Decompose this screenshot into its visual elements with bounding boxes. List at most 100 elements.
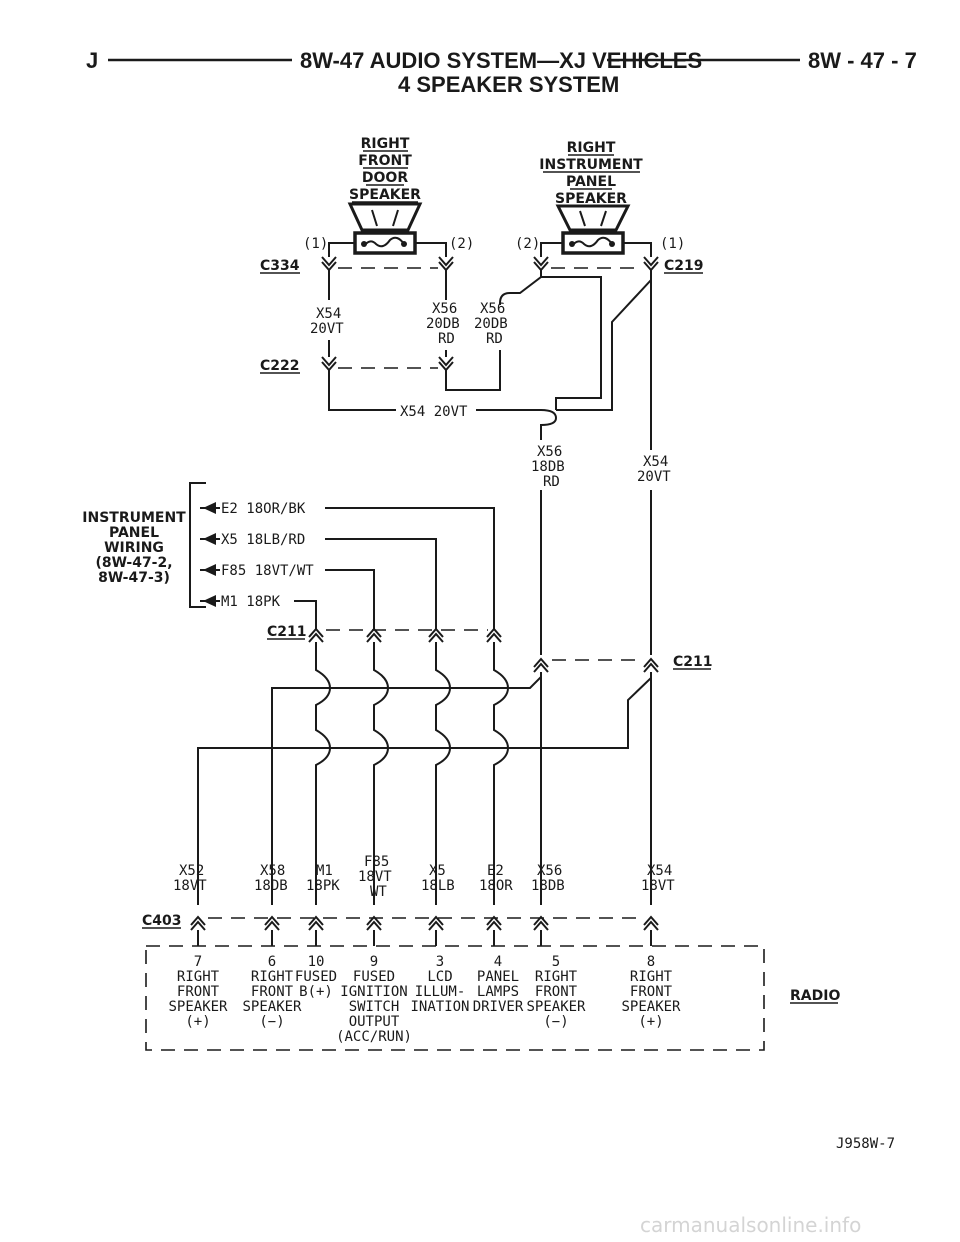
radio-pin-function: INATION (410, 999, 469, 1015)
header-page-number: 8W - 47 - 7 (808, 48, 917, 73)
radio-pin-6: 6 RIGHT FRONT SPEAKER (−) (242, 954, 302, 1030)
radio-pin-function: RIGHT (535, 969, 578, 985)
door-speaker-label-line: RIGHT (361, 136, 410, 152)
panel-speaker-label-line: SPEAKER (555, 191, 627, 207)
radio-pin-number: 4 (494, 954, 502, 970)
door-speaker-symbol (347, 202, 423, 255)
wire-label-line: X56 (537, 444, 562, 460)
radio-pin-number: 7 (194, 954, 202, 970)
instrument-panel-bracket (189, 482, 206, 608)
middle-wiring (197, 642, 652, 905)
radio-pin-function: FUSED (295, 969, 337, 985)
ip-wire-f85: F85 18VT/WT (221, 563, 314, 579)
connector-c222-label: C222 (260, 358, 300, 374)
radio-wire-label: M1 (316, 863, 333, 879)
wire-label-line: X56 (432, 301, 457, 317)
radio-pin-function: FRONT (630, 984, 673, 1000)
radio-pin-function: ILLUM- (415, 984, 466, 1000)
radio-pin-function: (−) (259, 1014, 284, 1030)
panel-speaker-label: RIGHT INSTRUMENT PANEL SPEAKER (539, 140, 643, 207)
wire-label-line: X54 (643, 454, 668, 470)
wire-label-x56-20db-b: X56 20DB RD (474, 301, 508, 347)
radio-pin-number: 8 (647, 954, 655, 970)
wire-label-line: 20VT (310, 321, 344, 337)
figure-id: J958W-7 (836, 1136, 895, 1152)
radio-pin-function: SPEAKER (621, 999, 681, 1015)
radio-pin-10: 10 FUSED B(+) (295, 954, 337, 1000)
instrument-panel-wiring-label: INSTRUMENT PANEL WIRING (8W-47-2, 8W-47-… (82, 510, 186, 586)
radio-wire-label: X54 (647, 863, 672, 879)
radio-pin-function: (−) (543, 1014, 568, 1030)
wire-label-line: 20VT (637, 469, 671, 485)
radio-pin-function: RIGHT (630, 969, 673, 985)
connector-c211-left-label: C211 (267, 624, 307, 640)
wire-label-line: RD (438, 331, 455, 347)
radio-wire-label: E2 (487, 863, 504, 879)
connector-c222 (321, 356, 454, 372)
panel-speaker-leads (540, 242, 652, 257)
door-speaker-pin2: (2) (449, 236, 474, 252)
radio-wire-label: 18DB (254, 878, 288, 894)
wire-label-x56-20db-a: X56 20DB RD (426, 301, 460, 347)
radio-wire-label: 18OR (479, 878, 513, 894)
radio-pin-function: FRONT (535, 984, 578, 1000)
radio-pin-9: 9 FUSED IGNITION SWITCH OUTPUT (ACC/RUN) (336, 954, 412, 1045)
radio-pin-function: IGNITION (340, 984, 407, 1000)
radio-box (145, 945, 765, 1051)
connector-c334-label: C334 (260, 258, 300, 274)
radio-pin-function: SPEAKER (526, 999, 586, 1015)
wire-label-line: RD (543, 474, 560, 490)
connector-c219-label: C219 (664, 258, 704, 274)
wire-label-line: X56 (480, 301, 505, 317)
panel-speaker-label-line: RIGHT (567, 140, 616, 156)
connector-c403-label: C403 (142, 913, 182, 929)
radio-pin-3: 3 LCD ILLUM- INATION (410, 954, 469, 1015)
ip-wire-e2: E2 18OR/BK (221, 501, 306, 517)
door-speaker-leads (328, 242, 447, 257)
radio-pin-function: PANEL (477, 969, 519, 985)
instrument-panel-label-line: INSTRUMENT (82, 510, 186, 526)
radio-pin-function: FRONT (251, 984, 294, 1000)
radio-pin-function: OUTPUT (349, 1014, 400, 1030)
radio-pin-number: 5 (552, 954, 560, 970)
wire-label-x56-18db-rd: X56 18DB RD (531, 444, 565, 490)
radio-pin-5: 5 RIGHT FRONT SPEAKER (−) (526, 954, 586, 1030)
radio-pin-function: SPEAKER (242, 999, 302, 1015)
radio-pin-function: LAMPS (477, 984, 519, 1000)
wire-label-line: 20DB (426, 316, 460, 332)
radio-wire-label: X56 (537, 863, 562, 879)
door-speaker-label-line: SPEAKER (349, 187, 421, 203)
radio-wire-label: X52 (179, 863, 204, 879)
radio-wire-label: WT (370, 884, 387, 900)
instrument-panel-label-line: WIRING (104, 540, 164, 556)
panel-speaker-label-line: PANEL (566, 174, 616, 190)
panel-speaker-pin2: (2) (515, 236, 540, 252)
radio-pin-8: 8 RIGHT FRONT SPEAKER (+) (621, 954, 681, 1030)
radio-pin-function: LCD (427, 969, 452, 985)
radio-pin-number: 3 (436, 954, 444, 970)
door-speaker-label: RIGHT FRONT DOOR SPEAKER (349, 136, 421, 203)
wire-label-x54-20vt-horizontal: X54 20VT (400, 404, 468, 420)
instrument-panel-label-line: 8W-47-3) (98, 570, 170, 586)
radio-pin-function: RIGHT (251, 969, 294, 985)
wire-label-x54-20vt-a: X54 20VT (310, 306, 344, 337)
connector-c211-right (533, 657, 659, 673)
radio-pin-number: 9 (370, 954, 378, 970)
top-wiring (328, 270, 652, 655)
panel-speaker-pin1: (1) (660, 236, 685, 252)
radio-wire-labels: X52 18VT X58 18DB M1 18PK F85 18VT WT X5… (173, 854, 675, 900)
ip-wire-x5: X5 18LB/RD (221, 532, 305, 548)
radio-pin-function: RIGHT (177, 969, 220, 985)
wire-label-line: 18DB (531, 459, 565, 475)
page-header: J 8W-47 AUDIO SYSTEM—XJ VEHICLES 8W - 47… (86, 48, 917, 97)
radio-wire-label: F85 (364, 854, 389, 870)
connector-c219 (533, 256, 659, 272)
radio-pin-function: DRIVER (473, 999, 524, 1015)
wire-label-line: RD (486, 331, 503, 347)
door-speaker-pin1: (1) (303, 236, 328, 252)
radio-pin-function: (+) (185, 1014, 210, 1030)
connector-c211-right-label: C211 (673, 654, 713, 670)
panel-speaker-label-line: INSTRUMENT (539, 157, 643, 173)
radio-pin-function: B(+) (299, 984, 333, 1000)
radio-pin-function: (+) (638, 1014, 663, 1030)
